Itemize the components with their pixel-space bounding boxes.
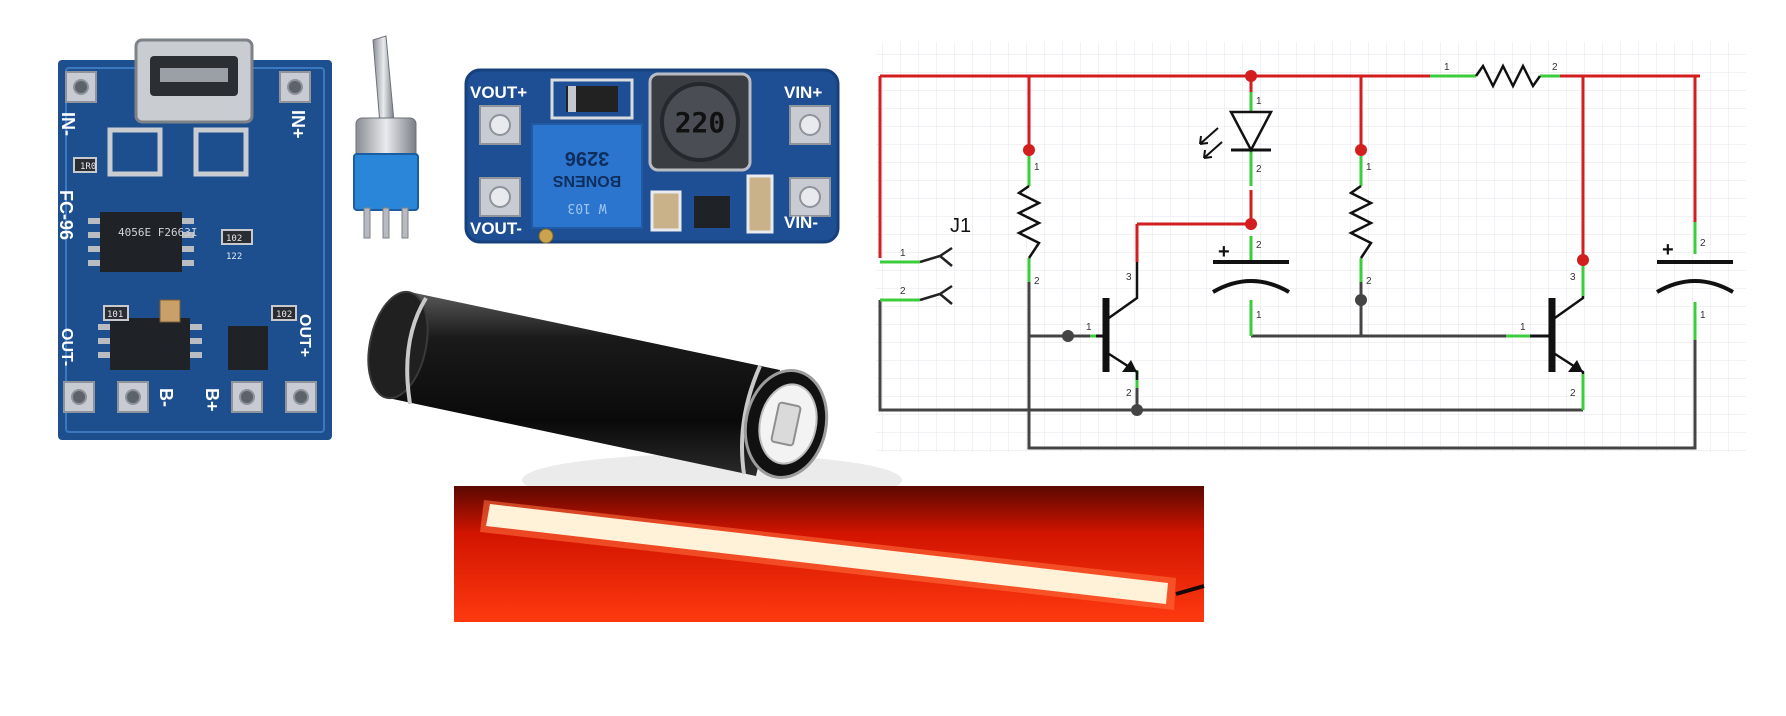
label-b-minus: B- [156, 388, 176, 407]
resistor-middle-pin1: 1 [1366, 162, 1372, 173]
switch-nut [355, 117, 417, 159]
resistor-middle [1348, 184, 1374, 259]
res-r3-label: 102 [276, 310, 292, 320]
j1-label: J1 [950, 215, 971, 237]
q2-pin3: 3 [1570, 272, 1576, 283]
label-in-minus: IN- [58, 112, 78, 136]
label-in-plus: IN+ [288, 110, 308, 139]
ground-rails [878, 280, 1697, 450]
resistor-left-pin2: 2 [1034, 276, 1040, 287]
usb-a-port [770, 401, 802, 447]
charger-board: 4056E F2663I 1R0 102 102 101 122 IN- IN+… [56, 38, 332, 440]
positive-rail [878, 74, 1700, 262]
label-vin-minus: VIN- [784, 213, 818, 232]
res-r2-label: 102 [226, 234, 242, 244]
boost-ic [694, 196, 730, 228]
led-strip-bar [486, 504, 1168, 604]
resistor-top-pin1: 1 [1444, 62, 1450, 73]
battery-endcap [367, 290, 429, 400]
capacitor-right [1655, 260, 1735, 294]
resistor-left [1016, 184, 1042, 259]
capacitor-middle [1211, 260, 1291, 294]
led-pin1: 1 [1256, 96, 1262, 107]
charger-pads [63, 71, 317, 413]
label-vout-minus: VOUT- [470, 219, 522, 238]
trimpot-value: W 103 [567, 200, 606, 215]
label-vin-plus: VIN+ [784, 83, 822, 102]
res-r4-label: 101 [107, 310, 123, 320]
trimpot [531, 123, 643, 229]
switch-body [353, 153, 419, 211]
trimpot-model: 3296 [565, 147, 610, 169]
led-strip-photo [454, 486, 1205, 622]
charger-ic-label: 4056E F2663I [118, 226, 197, 239]
q1-pin3: 3 [1126, 272, 1132, 283]
resistor-left-pin1: 1 [1034, 162, 1040, 173]
switch-lever [372, 35, 395, 125]
junction-dots-red [1023, 70, 1589, 266]
component-pins [880, 74, 1697, 410]
cap-middle-plus: + [1218, 241, 1230, 263]
protection-ic [110, 318, 190, 370]
schematic: J1 1 2 1 2 1 2 1 2 1 2 + 2 1 [876, 42, 1746, 452]
resistor-top [1474, 63, 1542, 89]
j1-pin1: 1 [900, 248, 906, 259]
q2-pin2: 2 [1570, 388, 1576, 399]
cap-right-pin2: 2 [1700, 238, 1706, 249]
led-pin2: 2 [1256, 164, 1262, 175]
trimpot-brand: BONENS [552, 172, 621, 189]
res-r1 [73, 157, 97, 173]
resistor-middle-pin2: 2 [1366, 276, 1372, 287]
q1-pin2: 2 [1126, 388, 1132, 399]
res-r1-label: 1R0 [80, 162, 96, 172]
inductor-value: 220 [675, 106, 726, 139]
cap-right-pin1: 1 [1700, 310, 1706, 321]
label-out-plus: OUT+ [296, 314, 313, 357]
q1-pin1: 1 [1086, 322, 1092, 333]
charger-ic [100, 212, 182, 272]
transistor-left [1096, 262, 1139, 380]
cap-middle-pin2: 2 [1256, 240, 1262, 251]
boost-board: W 103 BONENS 3296 220 VOUT+ VOUT- VIN+ V… [464, 68, 840, 244]
cap-middle-pin1: 1 [1256, 310, 1262, 321]
battery-tube [367, 290, 902, 506]
label-b-plus: B+ [202, 388, 222, 412]
res-r5-label: 122 [226, 252, 242, 262]
led-symbol [1199, 110, 1274, 159]
junction-dots-gray [1062, 294, 1367, 416]
resistor-top-pin2: 2 [1552, 62, 1558, 73]
label-model: FC-96 [56, 190, 76, 240]
q2-pin1: 1 [1520, 322, 1526, 333]
mosfet-chip [228, 326, 268, 370]
label-out-minus: OUT- [58, 328, 75, 366]
label-vout-plus: VOUT+ [470, 83, 527, 102]
connector-j1 [919, 246, 953, 305]
j1-pin2: 2 [900, 286, 906, 297]
transistor-right [1530, 296, 1585, 374]
cap-right-plus: + [1662, 239, 1674, 261]
toggle-switch [353, 35, 419, 239]
schematic-grid [876, 42, 1746, 452]
